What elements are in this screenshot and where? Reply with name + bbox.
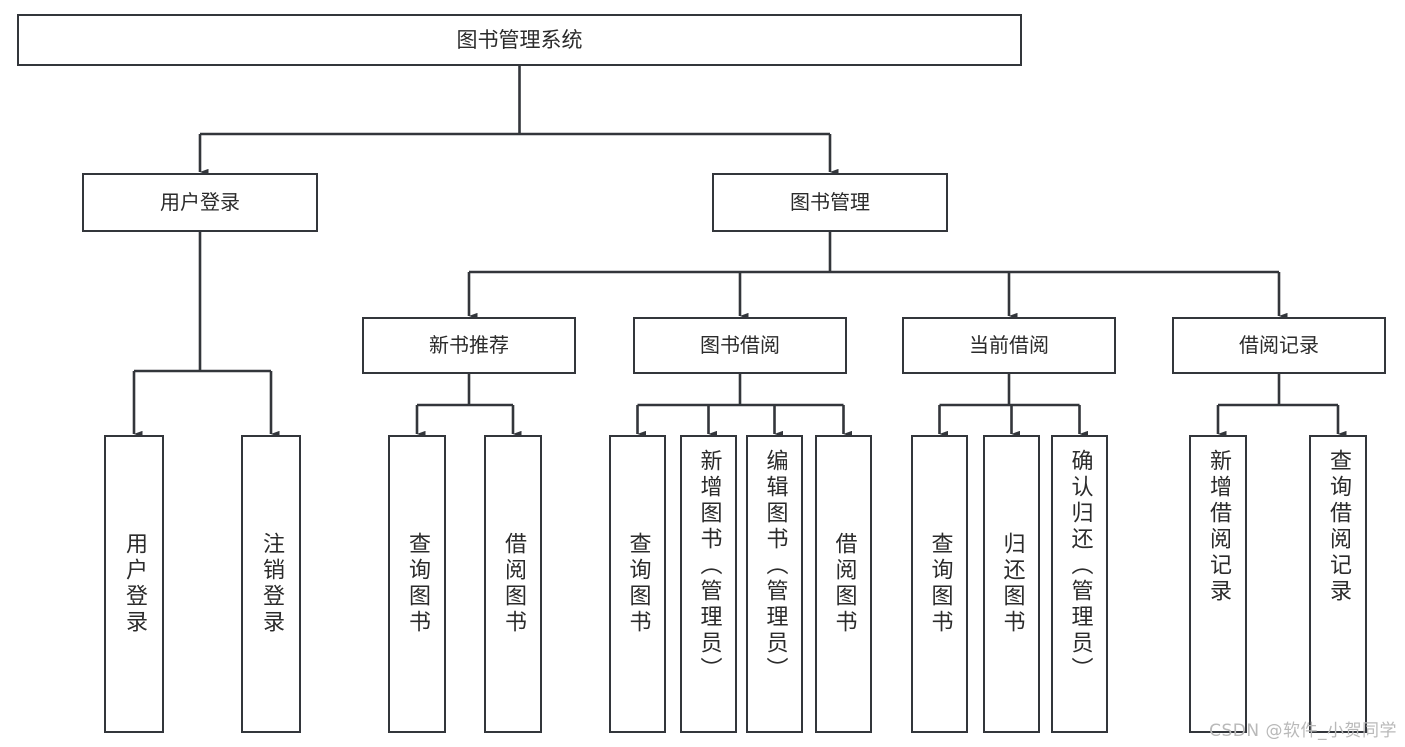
- level2-node-label: 借阅记录: [1239, 332, 1319, 357]
- leaf-node-label: 借阅图书: [501, 532, 526, 636]
- leaf-node-label: 查询图书: [927, 532, 953, 636]
- leaf-node-8[interactable]: 查询图书: [911, 435, 968, 733]
- leaf-node-11[interactable]: 新增借阅记录: [1189, 435, 1247, 733]
- leaf-node-label: 新增借阅记录: [1206, 449, 1231, 605]
- root-node-0[interactable]: 图书管理系统: [17, 14, 1022, 66]
- leaf-node-label: 查询图书: [625, 532, 651, 636]
- root-node-label: 图书管理系统: [456, 27, 583, 52]
- leaf-node-label: 用户登录: [122, 532, 147, 636]
- level1-node-label: 用户登录: [160, 189, 240, 214]
- level1-node-1[interactable]: 图书管理: [712, 173, 948, 232]
- leaf-node-6[interactable]: 编辑图书（管理员）: [746, 435, 803, 733]
- level2-node-label: 图书借阅: [700, 332, 780, 357]
- leaf-node-label: 确认归还（管理员）: [1067, 449, 1093, 683]
- leaf-node-2[interactable]: 查询图书: [388, 435, 446, 733]
- leaf-node-9[interactable]: 归还图书: [983, 435, 1040, 733]
- level2-node-1[interactable]: 图书借阅: [633, 317, 847, 374]
- leaf-node-5[interactable]: 新增图书（管理员）: [680, 435, 737, 733]
- level2-node-label: 当前借阅: [969, 332, 1049, 357]
- level1-node-label: 图书管理: [790, 189, 870, 214]
- leaf-node-label: 注销登录: [259, 532, 284, 636]
- leaf-node-3[interactable]: 借阅图书: [484, 435, 542, 733]
- leaf-node-1[interactable]: 注销登录: [241, 435, 301, 733]
- leaf-node-label: 新增图书（管理员）: [696, 449, 722, 683]
- csdn-watermark: CSDN @软件_小贺同学: [1209, 721, 1397, 741]
- leaf-node-12[interactable]: 查询借阅记录: [1309, 435, 1367, 733]
- leaf-node-label: 借阅图书: [831, 532, 857, 636]
- level2-node-3[interactable]: 借阅记录: [1172, 317, 1386, 374]
- leaf-node-label: 归还图书: [999, 532, 1025, 636]
- level2-node-label: 新书推荐: [429, 332, 509, 357]
- leaf-node-label: 查询图书: [405, 532, 430, 636]
- leaf-node-7[interactable]: 借阅图书: [815, 435, 872, 733]
- leaf-node-10[interactable]: 确认归还（管理员）: [1051, 435, 1108, 733]
- connector-lines: [132, 66, 1347, 438]
- leaf-node-label: 编辑图书（管理员）: [762, 449, 788, 683]
- level2-node-0[interactable]: 新书推荐: [362, 317, 576, 374]
- leaf-node-0[interactable]: 用户登录: [104, 435, 164, 733]
- leaf-node-4[interactable]: 查询图书: [609, 435, 666, 733]
- leaf-node-label: 查询借阅记录: [1326, 449, 1351, 605]
- level1-node-0[interactable]: 用户登录: [82, 173, 318, 232]
- level2-node-2[interactable]: 当前借阅: [902, 317, 1116, 374]
